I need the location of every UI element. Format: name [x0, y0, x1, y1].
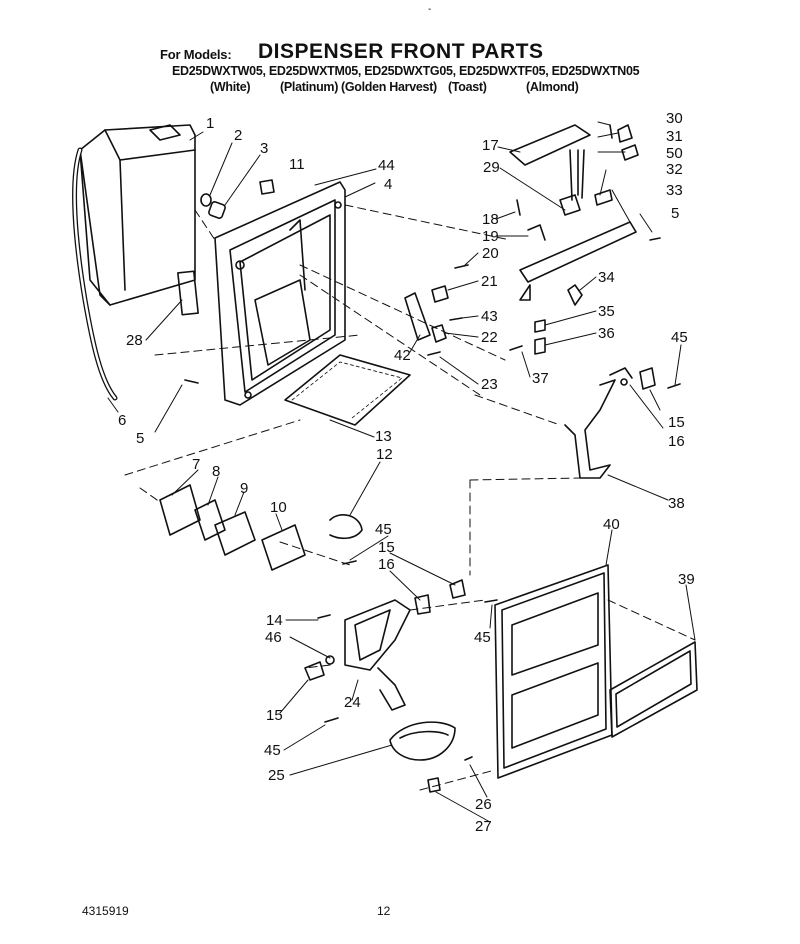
callout-label: 3: [260, 140, 269, 157]
callout-label: 14: [266, 612, 283, 629]
top-mark: -: [428, 4, 432, 15]
grille-part: [284, 354, 411, 426]
panel-insert-part: [609, 641, 698, 738]
callout-label: 9: [240, 480, 249, 497]
callout-label: 42: [394, 347, 411, 364]
callout-label: 15: [378, 539, 395, 556]
color-white: (White): [210, 80, 251, 94]
callout-label: 6: [118, 412, 127, 429]
callout-label: 13: [375, 428, 392, 445]
callout-label: 5: [671, 205, 680, 222]
callout-label: 36: [598, 325, 615, 342]
callout-label: 16: [378, 556, 395, 573]
door-panel-part: [494, 564, 613, 779]
callout-label: 35: [598, 303, 615, 320]
callout-label: 23: [481, 376, 498, 393]
bracket-part: [519, 221, 637, 283]
callout-label: 43: [481, 308, 498, 325]
for-models-label: For Models:: [160, 47, 232, 62]
color-almond: (Almond): [526, 80, 579, 94]
callout-label: 15: [668, 414, 685, 431]
color-golden-harvest: (Golden Harvest): [341, 80, 437, 94]
callout-label: 17: [482, 137, 499, 154]
callout-label: 15: [266, 707, 283, 724]
lower-lever-part: [344, 599, 411, 671]
callout-label: 28: [126, 332, 143, 349]
callout-label: 37: [532, 370, 549, 387]
page-number: 12: [377, 904, 391, 918]
callout-label: 40: [603, 516, 620, 533]
callout-label: 16: [668, 433, 685, 450]
callout-label: 29: [483, 159, 500, 176]
callout-label: 44: [378, 157, 395, 174]
color-toast: (Toast): [448, 80, 487, 94]
callout-label: 21: [481, 273, 498, 290]
callout-label: 24: [344, 694, 361, 711]
lever-part: [564, 379, 616, 479]
document-number: 4315919: [82, 904, 129, 918]
callout-label: 11: [289, 156, 305, 173]
dispenser-frame-part: [214, 181, 346, 406]
callout-label: 33: [666, 182, 683, 199]
callout-label: 8: [212, 463, 221, 480]
drip-tray-part: [389, 721, 456, 761]
model-numbers: ED25DWXTW05, ED25DWXTM05, ED25DWXTG05, E…: [172, 64, 640, 78]
callout-label: 22: [481, 329, 498, 346]
callout-label: 4: [384, 176, 393, 193]
strip-part: [509, 124, 591, 166]
callout-label: 31: [666, 128, 683, 145]
callout-label: 45: [375, 521, 392, 538]
callout-label: 46: [265, 629, 282, 646]
callout-label: 32: [666, 161, 683, 178]
color-platinum: (Platinum): [280, 80, 339, 94]
callout-label: 38: [668, 495, 685, 512]
chute-housing-part: [79, 124, 196, 306]
callout-label: 26: [475, 796, 492, 813]
page-title: DISPENSER FRONT PARTS: [258, 40, 544, 63]
callout-label: 27: [475, 818, 492, 835]
callout-label: 5: [136, 430, 145, 447]
callout-label: 7: [192, 456, 201, 473]
callout-label: 2: [234, 127, 243, 144]
callout-label: 10: [270, 499, 287, 516]
callout-label: 25: [268, 767, 285, 784]
callout-label: 18: [482, 211, 499, 228]
callout-label: 12: [376, 446, 393, 463]
callout-label: 34: [598, 269, 615, 286]
callout-label: 39: [678, 571, 695, 588]
callout-label: 19: [482, 228, 499, 245]
callout-label: 45: [474, 629, 491, 646]
callout-label: 45: [671, 329, 688, 346]
callout-label: 20: [482, 245, 499, 262]
callout-label: 1: [206, 115, 215, 132]
callout-label: 50: [666, 145, 683, 162]
callout-label: 30: [666, 110, 683, 127]
callout-label: 45: [264, 742, 281, 759]
